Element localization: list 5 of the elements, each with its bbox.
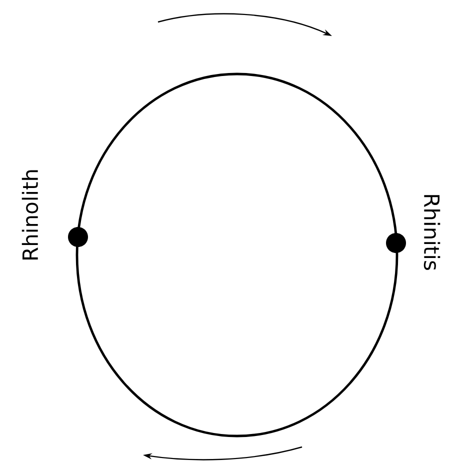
dot (68, 227, 88, 247)
side-label: Rhinolith (22, 170, 38, 260)
dot (386, 233, 406, 253)
ring-outline (76, 72, 398, 438)
side-label: Rhinitis (424, 195, 440, 270)
